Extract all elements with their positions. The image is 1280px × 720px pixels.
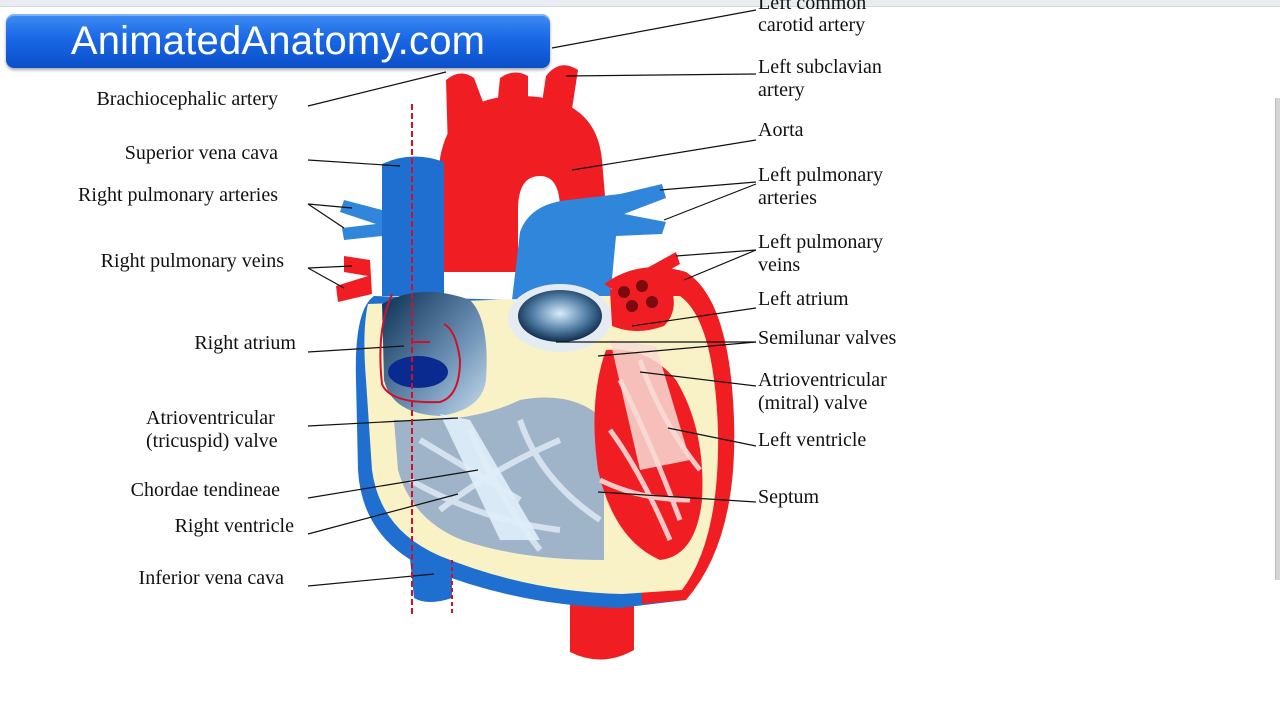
right-pulmonary-arteries bbox=[340, 200, 382, 240]
right-pulmonary-veins bbox=[336, 256, 372, 302]
label-mitral-valve-line2: (mitral) valve bbox=[758, 392, 867, 415]
label-left-common-carotid-line1: Left common bbox=[758, 0, 866, 15]
label-right-atrium: Right atrium bbox=[194, 332, 296, 355]
label-tricuspid-valve-line1: Atrioventricular bbox=[146, 407, 275, 430]
label-left-subclavian-line2: artery bbox=[758, 79, 805, 102]
label-tricuspid-valve-line2: (tricuspid) valve bbox=[146, 430, 278, 453]
label-left-subclavian-line1: Left subclavian bbox=[758, 56, 882, 79]
label-chordae-tendineae: Chordae tendineae bbox=[131, 479, 280, 502]
label-inferior-vena-cava: Inferior vena cava bbox=[139, 567, 284, 590]
label-left-common-carotid-line2: carotid artery bbox=[758, 14, 865, 37]
label-left-ventricle: Left ventricle bbox=[758, 429, 866, 452]
label-left-pulmonary-arteries-line2: arteries bbox=[758, 187, 817, 210]
pulmonary-valve-opening bbox=[518, 290, 602, 342]
scrollbar[interactable] bbox=[1275, 98, 1280, 580]
label-septum: Septum bbox=[758, 486, 819, 509]
label-left-pulmonary-arteries-line1: Left pulmonary bbox=[758, 164, 883, 187]
label-right-ventricle: Right ventricle bbox=[175, 515, 294, 538]
label-aorta: Aorta bbox=[758, 119, 804, 142]
tricuspid-opening bbox=[388, 356, 448, 388]
label-right-pulmonary-veins: Right pulmonary veins bbox=[101, 250, 284, 273]
label-brachiocephalic-artery: Brachiocephalic artery bbox=[96, 88, 278, 111]
label-superior-vena-cava: Superior vena cava bbox=[125, 142, 278, 165]
label-mitral-valve-line1: Atrioventricular bbox=[758, 369, 887, 392]
label-left-pulmonary-veins-line1: Left pulmonary bbox=[758, 231, 883, 254]
label-semilunar-valves: Semilunar valves bbox=[758, 327, 896, 350]
left-common-carotid-vessel bbox=[496, 72, 528, 118]
site-logo-banner: AnimatedAnatomy.com bbox=[6, 14, 550, 68]
label-left-pulmonary-veins-line2: veins bbox=[758, 254, 800, 277]
label-left-atrium: Left atrium bbox=[758, 288, 849, 311]
label-right-pulmonary-arteries: Right pulmonary arteries bbox=[78, 184, 278, 207]
